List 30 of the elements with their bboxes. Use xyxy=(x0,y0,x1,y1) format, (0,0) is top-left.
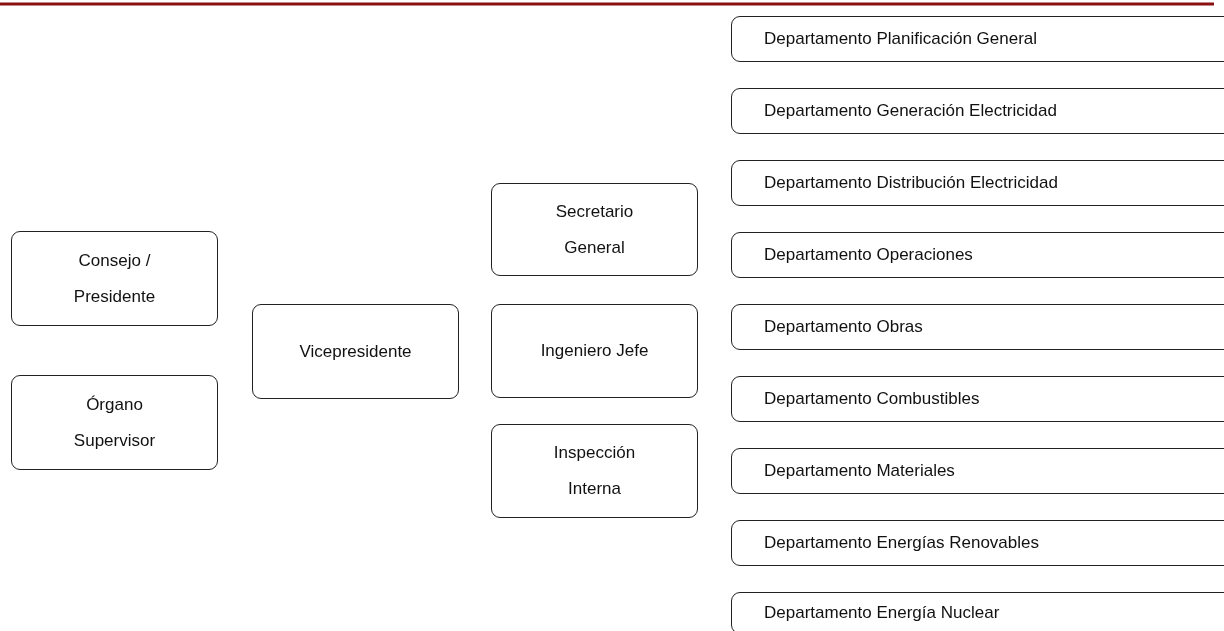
node-label: Departamento Combustibles xyxy=(764,389,980,409)
node-label: Departamento Obras xyxy=(764,317,923,337)
node-label: Departamento Materiales xyxy=(764,461,955,481)
role-box xyxy=(491,304,698,398)
role-box xyxy=(11,375,218,470)
node-label: Vicepresidente xyxy=(299,340,412,363)
node-label: Inspección Interna xyxy=(552,442,637,500)
role-box xyxy=(491,424,698,518)
node-label: Departamento Distribución Electricidad xyxy=(764,173,1058,193)
node-label: Secretario General xyxy=(554,200,635,259)
node-label: Órgano Supervisor xyxy=(72,393,157,452)
department-box xyxy=(731,16,1224,62)
department-box xyxy=(731,448,1224,494)
node-label: Departamento Energía Nuclear xyxy=(764,603,1000,623)
node-label: Consejo / Presidente xyxy=(72,249,157,308)
department-box xyxy=(731,304,1224,350)
node-label: Departamento Operaciones xyxy=(764,245,973,265)
role-box xyxy=(491,183,698,276)
node-label: Departamento Planificación General xyxy=(764,29,1038,49)
department-box xyxy=(731,232,1224,278)
node-label: Ingeniero Jefe xyxy=(540,340,649,362)
node-label: Departamento Generación Electricidad xyxy=(764,101,1057,121)
role-box xyxy=(252,304,459,399)
department-box xyxy=(731,592,1224,631)
role-box xyxy=(11,231,218,326)
department-box xyxy=(731,160,1224,206)
department-box xyxy=(731,376,1224,422)
department-box xyxy=(731,520,1224,566)
node-label: Departamento Energías Renovables xyxy=(764,533,1039,553)
department-box xyxy=(731,88,1224,134)
